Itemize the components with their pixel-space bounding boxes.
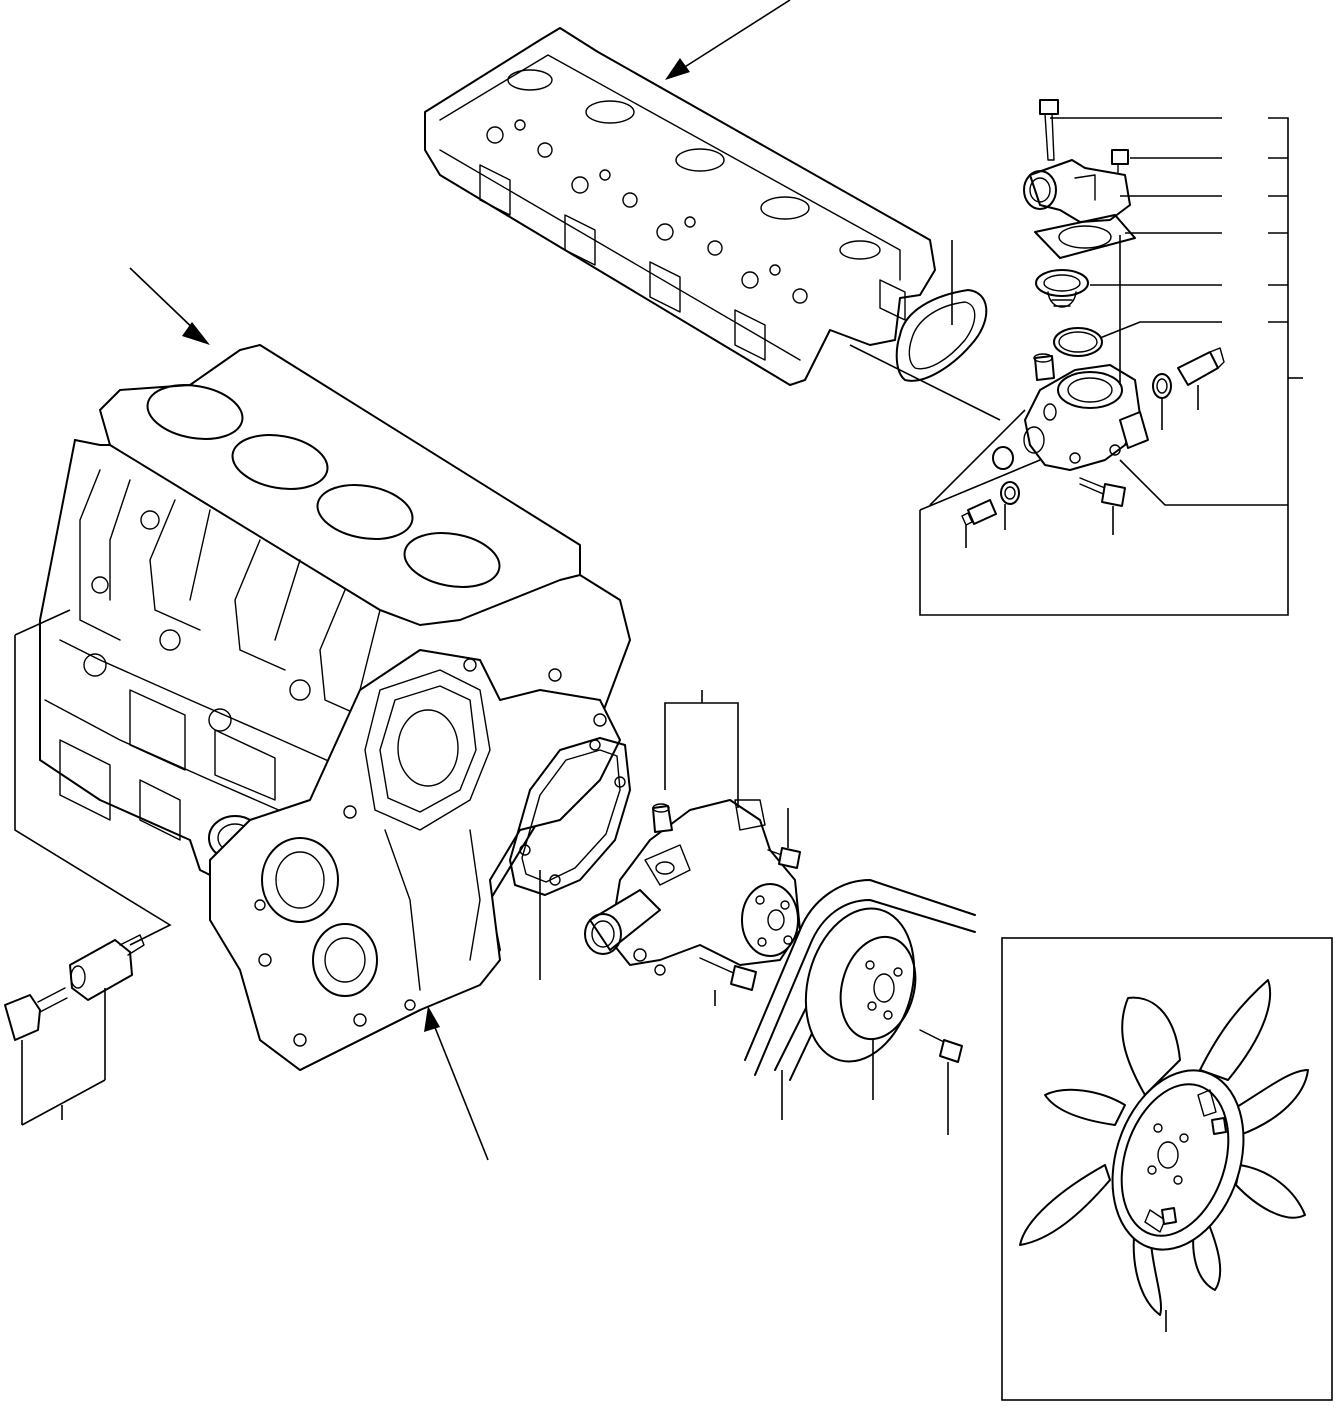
cylinder-head xyxy=(424,27,936,386)
gear-case xyxy=(209,649,621,1071)
thermostat-housing-cover xyxy=(1023,159,1131,223)
sender-leader xyxy=(919,459,1041,511)
water-pump-gasket xyxy=(509,737,631,980)
fan-pulley xyxy=(804,907,917,1100)
thermostat-leader-bracket xyxy=(919,117,1303,616)
case-arrow xyxy=(424,1006,489,1161)
housing-bolt xyxy=(1079,477,1126,535)
temperature-switch xyxy=(1177,347,1225,410)
switch-washer xyxy=(1152,373,1172,430)
sender-washer xyxy=(992,446,1020,530)
thermostat-o-ring xyxy=(1053,327,1103,357)
housing-leader xyxy=(1119,459,1288,506)
drain-bracket xyxy=(21,1079,106,1126)
drain-adapter xyxy=(69,934,145,1080)
block-leader-top xyxy=(14,609,71,636)
head-arrow xyxy=(665,0,791,80)
cooling-fan xyxy=(1019,979,1309,1332)
head-gasket xyxy=(895,289,988,382)
fan-inset-frame xyxy=(1001,937,1333,1401)
sender-leader-2 xyxy=(929,409,1026,506)
gasket-guide-line xyxy=(849,344,1001,421)
cover-bolt-short xyxy=(1111,149,1129,181)
thermostat-housing xyxy=(1023,364,1149,471)
pulley-bolt xyxy=(919,1029,963,1135)
housing-plug xyxy=(1033,353,1055,381)
thermostat xyxy=(1035,269,1089,308)
drain-cock xyxy=(4,987,68,1125)
temperature-sender xyxy=(961,499,997,548)
cylinder-block xyxy=(39,344,631,1071)
block-arrow xyxy=(129,267,210,345)
cover-bolt-long xyxy=(1039,99,1059,161)
pump-plug xyxy=(652,803,673,833)
pump-bolt xyxy=(699,808,801,1006)
block-leader-bracket xyxy=(14,635,172,946)
pump-leader-bracket xyxy=(664,702,739,808)
cover-gasket xyxy=(1034,214,1136,259)
water-pump xyxy=(584,799,801,976)
